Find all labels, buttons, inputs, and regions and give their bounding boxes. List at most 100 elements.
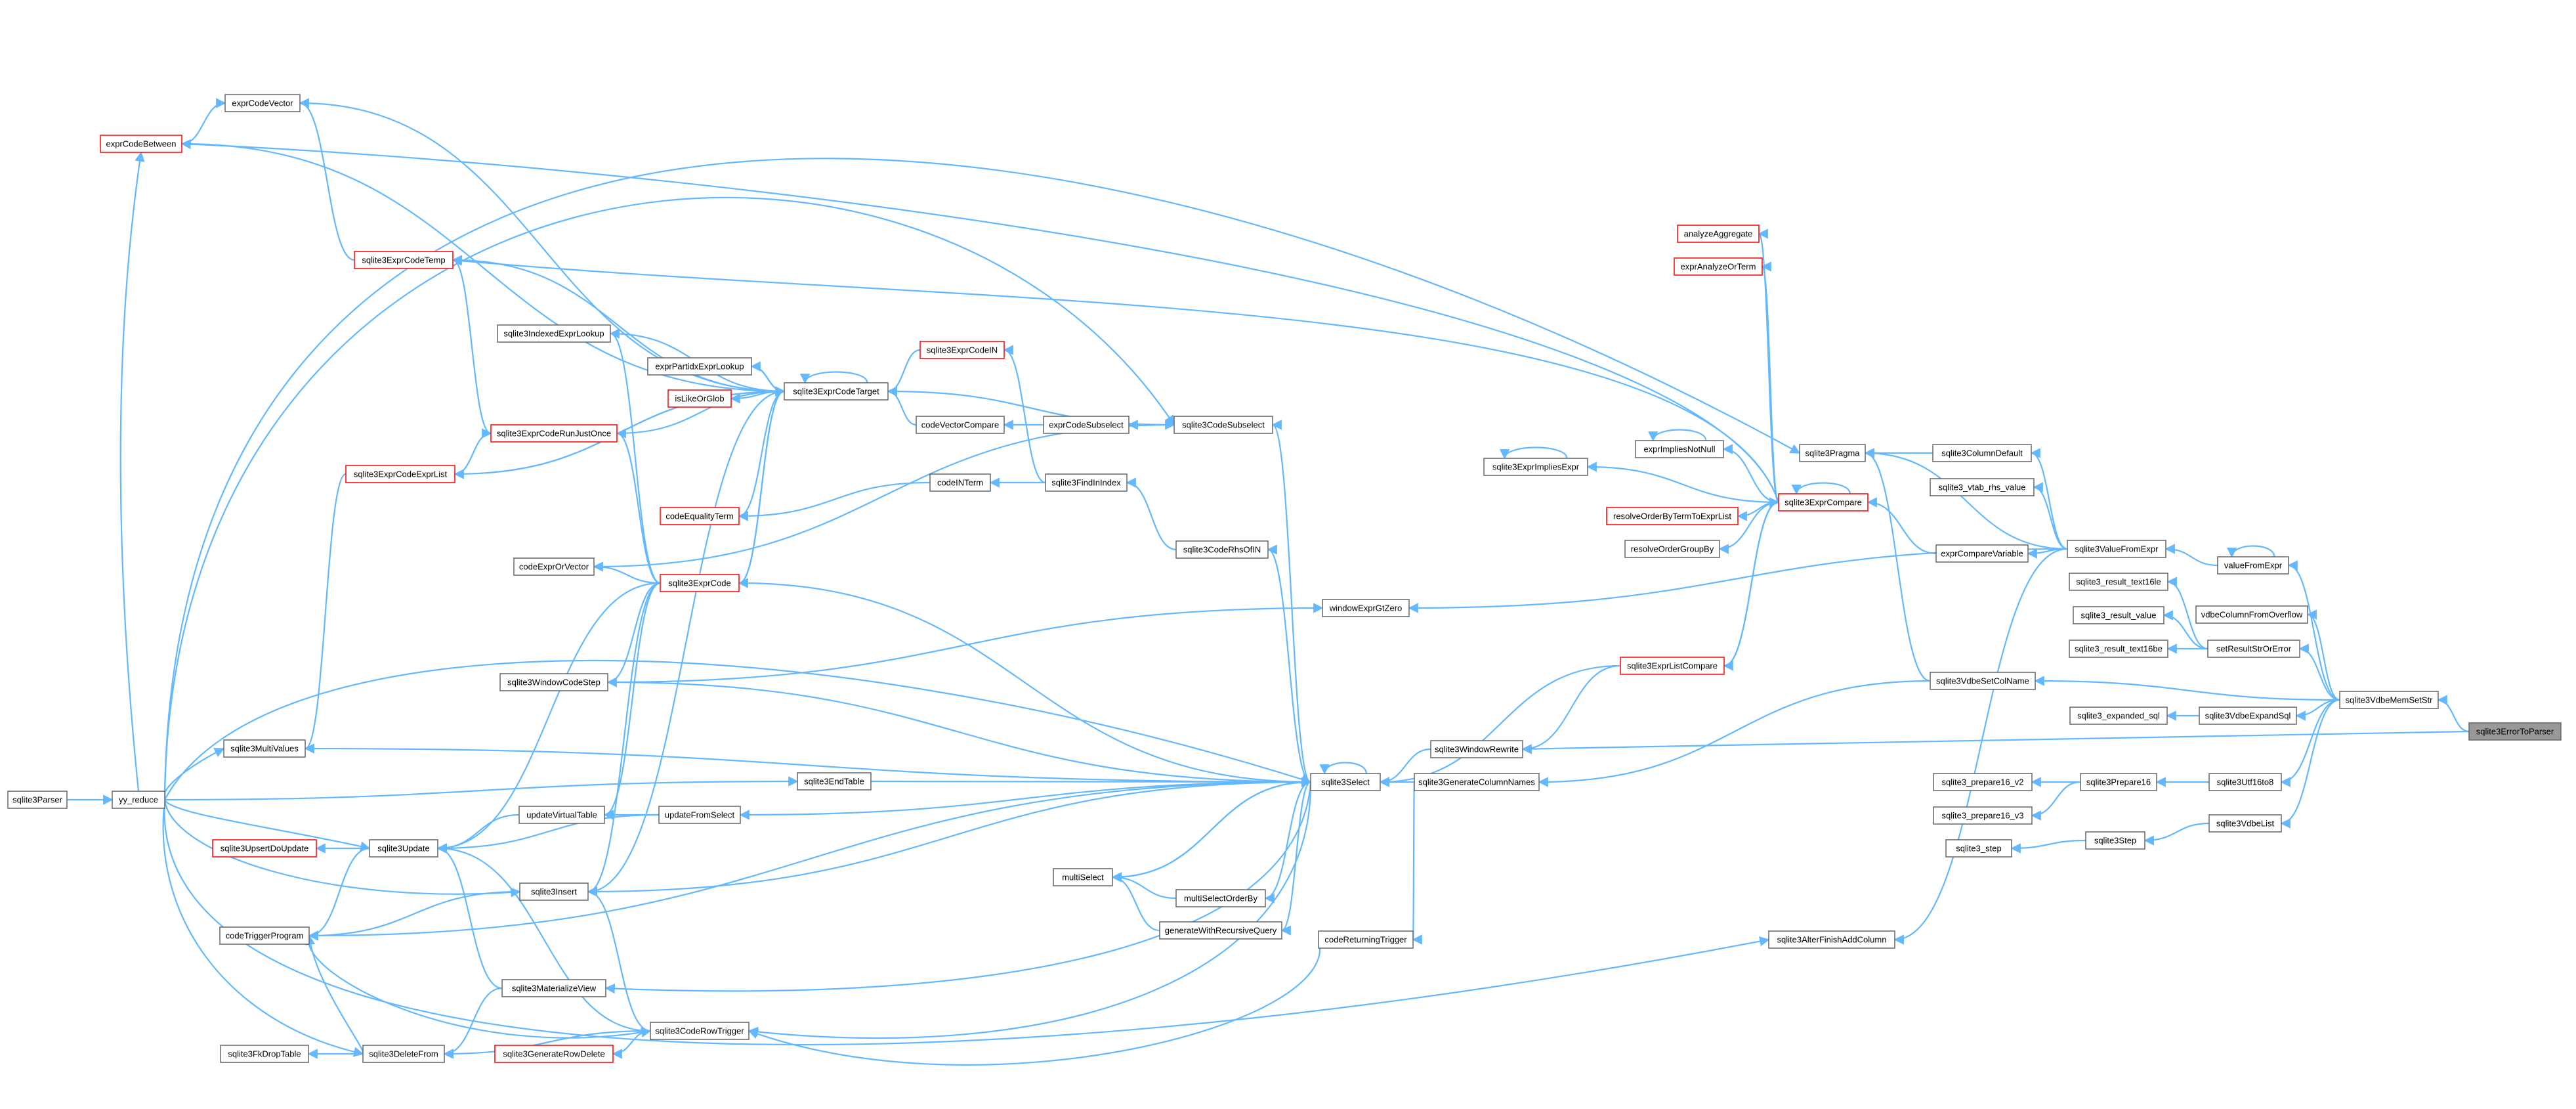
node-sqlite3insert[interactable]: sqlite3Insert xyxy=(519,882,589,901)
node-sqlite3findinindex[interactable]: sqlite3FindInIndex xyxy=(1045,473,1128,492)
node-sqlite3upsertdoupdate[interactable]: sqlite3UpsertDoUpdate xyxy=(212,839,317,858)
node-label: multiSelectOrderBy xyxy=(1184,894,1257,903)
node-exprcomparevariable[interactable]: exprCompareVariable xyxy=(1935,544,2029,563)
node-label: sqlite3ExprCode xyxy=(668,578,730,588)
node-sqlite3codesubselect[interactable]: sqlite3CodeSubselect xyxy=(1173,416,1273,434)
node-codeequalityterm[interactable]: codeEqualityTerm xyxy=(660,507,740,525)
node-exprcodesubselect[interactable]: exprCodeSubselect xyxy=(1043,416,1130,434)
node-sqlite3endtable[interactable]: sqlite3EndTable xyxy=(797,772,872,791)
node-vdbecolumnfromoverflow[interactable]: vdbeColumnFromOverflow xyxy=(2195,605,2308,624)
node-resolveordergroupby[interactable]: resolveOrderGroupBy xyxy=(1624,540,1720,558)
node-sqlite3vdbeexpandsql[interactable]: sqlite3VdbeExpandSql xyxy=(2199,707,2297,725)
edge-sqlite3alterfinishaddcolumn-to-sqlite3valuefromexpr xyxy=(1893,548,2068,945)
node-sqlite3exprlistcompare[interactable]: sqlite3ExprListCompare xyxy=(1620,657,1725,675)
node-sqlite3alterfinishaddcolumn[interactable]: sqlite3AlterFinishAddColumn xyxy=(1768,930,1895,949)
node-updatevirtualtable[interactable]: updateVirtualTable xyxy=(518,806,605,824)
node-sqlite3exprcompare[interactable]: sqlite3ExprCompare xyxy=(1778,493,1869,511)
node-sqlite3-expanded-sql[interactable]: sqlite3_expanded_sql xyxy=(2069,707,2168,725)
node-exprimpliesnotnull[interactable]: exprImpliesNotNull xyxy=(1635,440,1724,458)
node-sqlite3-prepare16-v2[interactable]: sqlite3_prepare16_v2 xyxy=(1933,773,2033,791)
edge-updatefromselect-to-sqlite3select xyxy=(739,781,1311,820)
node-updatefromselect[interactable]: updateFromSelect xyxy=(658,806,741,824)
node-box xyxy=(2073,606,2164,624)
node-codeinterm[interactable]: codeINTerm xyxy=(929,473,991,492)
edge-sqlite3insert-to-sqlite3coderowtrigger xyxy=(587,886,651,1032)
node-multiselect[interactable]: multiSelect xyxy=(1053,868,1113,886)
node-sqlite3select[interactable]: sqlite3Select xyxy=(1310,773,1381,791)
node-box xyxy=(369,839,438,858)
node-sqlite3deletefrom[interactable]: sqlite3DeleteFrom xyxy=(362,1045,445,1063)
node-box xyxy=(112,791,165,809)
node-sqlite3-prepare16-v3[interactable]: sqlite3_prepare16_v3 xyxy=(1933,806,2033,825)
node-sqlite3fkdroptable[interactable]: sqlite3FkDropTable xyxy=(220,1045,309,1063)
node-box xyxy=(345,465,455,483)
node-analyzeaggregate[interactable]: analyzeAggregate xyxy=(1677,225,1760,243)
node-sqlite3generaterowdelete[interactable]: sqlite3GenerateRowDelete xyxy=(494,1045,614,1063)
node-sqlite3step[interactable]: sqlite3Step xyxy=(2085,831,2145,850)
node-sqlite3exprimpliesexpr[interactable]: sqlite3ExprImpliesExpr xyxy=(1483,458,1588,476)
node-codevectorcompare[interactable]: codeVectorCompare xyxy=(916,416,1005,434)
node-sqlite3update[interactable]: sqlite3Update xyxy=(369,839,438,858)
node-sqlite3vdbememsetstr[interactable]: sqlite3VdbeMemSetStr xyxy=(2339,691,2439,709)
node-sqlite3materializeview[interactable]: sqlite3MaterializeView xyxy=(501,979,606,997)
node-sqlite3exprcode[interactable]: sqlite3ExprCode xyxy=(660,574,740,592)
node-sqlite3exprcoderunjustonce[interactable]: sqlite3ExprCodeRunJustOnce xyxy=(490,424,618,443)
node-codeexprorvector[interactable]: codeExprOrVector xyxy=(513,557,595,576)
node-sqlite3coderowtrigger[interactable]: sqlite3CodeRowTrigger xyxy=(650,1022,750,1040)
node-sqlite3multivalues[interactable]: sqlite3MultiValues xyxy=(223,739,306,758)
edge-sqlite3update-to-sqlite3coderowtrigger xyxy=(436,843,651,1032)
node-sqlite3windowcodestep[interactable]: sqlite3WindowCodeStep xyxy=(499,673,608,691)
node-sqlite3exprcodetarget[interactable]: sqlite3ExprCodeTarget xyxy=(784,382,889,401)
node-codereturningtrigger[interactable]: codeReturningTrigger xyxy=(1318,930,1414,949)
node-multiselectorderby[interactable]: multiSelectOrderBy xyxy=(1175,889,1266,907)
node-label: sqlite3_result_text16le xyxy=(2076,577,2161,587)
node-box xyxy=(224,94,301,112)
node-yy-reduce[interactable]: yy_reduce xyxy=(112,791,165,809)
node-box xyxy=(660,574,740,592)
node-label: sqlite3_prepare16_v2 xyxy=(1941,777,2023,787)
edge-sqlite3exprcodetarget-to-codevectorcompare xyxy=(887,386,917,426)
node-expranalyzeorterm[interactable]: exprAnalyzeOrTerm xyxy=(1674,257,1763,276)
node-sqlite3-result-value[interactable]: sqlite3_result_value xyxy=(2073,606,2164,624)
edge-sqlite3deletefrom-to-yy-reduce xyxy=(162,799,364,1057)
node-sqlite3utf16to8[interactable]: sqlite3Utf16to8 xyxy=(2208,773,2282,791)
node-box xyxy=(494,1045,614,1063)
node-exprcodevector[interactable]: exprCodeVector xyxy=(224,94,301,112)
node-windowexprgtzero[interactable]: windowExprGtZero xyxy=(1322,599,1410,617)
node-sqlite3exprcodetemp[interactable]: sqlite3ExprCodeTemp xyxy=(354,251,454,269)
node-exprpartidxexprlookup[interactable]: exprPartidxExprLookup xyxy=(647,357,752,376)
edge-sqlite3exprcodetarget-to-sqlite3exprcoderunjustonce xyxy=(616,386,786,435)
node-sqlite3exprcodein[interactable]: sqlite3ExprCodeIN xyxy=(919,341,1005,359)
edge-sqlite3update-to-yy-reduce xyxy=(163,799,371,852)
node-sqlite3prepare16[interactable]: sqlite3Prepare16 xyxy=(2080,773,2157,791)
node-setresultstrorerror[interactable]: setResultStrOrError xyxy=(2207,640,2300,658)
node-sqlite3windowrewrite[interactable]: sqlite3WindowRewrite xyxy=(1430,740,1523,758)
edge-valuefromexpr-to-sqlite3vdbememsetstr xyxy=(2287,560,2340,701)
node-sqlite3-vtab-rhs-value[interactable]: sqlite3_vtab_rhs_value xyxy=(1930,478,2035,496)
node-box xyxy=(1932,444,2032,462)
node-sqlite3valuefromexpr[interactable]: sqlite3ValueFromExpr xyxy=(2067,540,2166,558)
node-sqlite3pragma[interactable]: sqlite3Pragma xyxy=(1799,444,1866,462)
node-sqlite3coderhsofin[interactable]: sqlite3CodeRhsOfIN xyxy=(1175,540,1269,559)
node-label: updateVirtualTable xyxy=(526,810,597,820)
node-sqlite3indexedexprlookup[interactable]: sqlite3IndexedExprLookup xyxy=(497,324,611,343)
node-generatewithrecursivequery[interactable]: generateWithRecursiveQuery xyxy=(1159,921,1282,940)
edge-sqlite3insert-to-sqlite3exprcode xyxy=(587,582,661,897)
node-codetriggerprogram[interactable]: codeTriggerProgram xyxy=(219,926,310,945)
node-resolveorderbytermtoexprlist[interactable]: resolveOrderByTermToExprList xyxy=(1606,507,1739,525)
node-islikeorglob[interactable]: isLikeOrGlob xyxy=(667,389,732,408)
node-sqlite3vdbelist[interactable]: sqlite3VdbeList xyxy=(2208,814,2282,833)
node-sqlite3columndefault[interactable]: sqlite3ColumnDefault xyxy=(1932,444,2032,462)
node-sqlite3parser[interactable]: sqlite3Parser xyxy=(7,791,68,809)
node-sqlite3-step[interactable]: sqlite3_step xyxy=(1945,839,2012,858)
node-exprcodebetween[interactable]: exprCodeBetween xyxy=(100,135,182,153)
node-sqlite3-result-text16be[interactable]: sqlite3_result_text16be xyxy=(2069,640,2168,658)
node-sqlite3vdbesetcolname[interactable]: sqlite3VdbeSetColName xyxy=(1930,672,2036,690)
node-sqlite3exprcodeexprlist[interactable]: sqlite3ExprCodeExprList xyxy=(345,465,455,483)
node-label: sqlite3Update xyxy=(377,844,430,854)
node-valuefromexpr[interactable]: valueFromExpr xyxy=(2217,556,2289,575)
node-sqlite3generatecolumnnames[interactable]: sqlite3GenerateColumnNames xyxy=(1414,773,1540,791)
node-box xyxy=(1175,540,1269,559)
node-sqlite3-result-text16le[interactable]: sqlite3_result_text16le xyxy=(2069,573,2168,591)
node-label: exprAnalyzeOrTerm xyxy=(1681,262,1756,272)
